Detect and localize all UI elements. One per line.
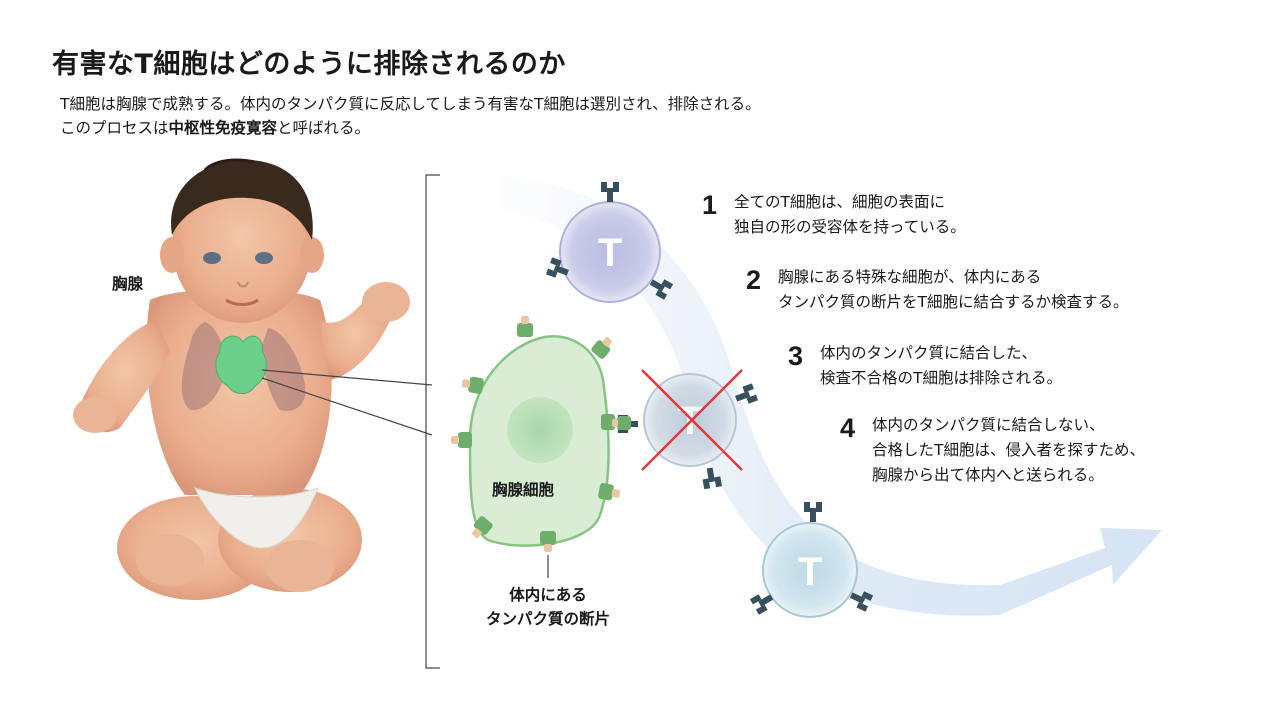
intro-line-2-prefix: このプロセスは — [60, 119, 169, 137]
protein-fragment-label: 体内にある タンパク質の断片 — [478, 583, 618, 631]
step-4-line-2: 合格したT細胞は、侵入者を探すため、 — [872, 441, 1145, 459]
step-1-text: 全てのT細胞は、細胞の表面に 独自の形の受容体を持っている。 — [734, 190, 966, 240]
intro-text: T細胞は胸腺で成熟する。体内のタンパク質に反応してしまう有害なT細胞は選別され、… — [60, 92, 761, 140]
step-2-line-2: タンパク質の断片をT細胞に結合するか検査する。 — [778, 293, 1129, 311]
intro-line-2-suffix: と呼ばれる。 — [277, 119, 371, 137]
thymus-cell — [468, 335, 610, 547]
step-2-text: 胸腺にある特殊な細胞が、体内にある タンパク質の断片をT細胞に結合するか検査する… — [778, 265, 1128, 315]
step-4-text: 体内のタンパク質に結合しない、 合格したT細胞は、侵入者を探すため、 胸腺から出… — [872, 413, 1145, 488]
step-3-line-1: 体内のタンパク質に結合した、 — [820, 344, 1038, 362]
intro-line-2: このプロセスは中枢性免疫寛容と呼ばれる。 — [60, 116, 761, 140]
intro-key-term: 中枢性免疫寛容 — [168, 119, 278, 137]
protein-fragment-label-line-1: 体内にある — [509, 586, 587, 604]
protein-fragments — [451, 316, 622, 552]
step-4-number: 4 — [840, 413, 856, 443]
thymus-label: 胸腺 — [112, 275, 144, 293]
step-1-number: 1 — [702, 190, 718, 220]
step-3-line-2: 検査不合格のT細胞は排除される。 — [820, 369, 1062, 387]
protein-fragment-label-line-2: タンパク質の断片 — [485, 610, 610, 628]
baby-illustration — [73, 158, 410, 600]
step-4-line-1: 体内のタンパク質に結合しない、 — [872, 416, 1105, 434]
step-3-number: 3 — [788, 341, 804, 371]
step-4-line-3: 胸腺から出て体内へと送られる。 — [872, 466, 1104, 484]
step-1-line-2: 独自の形の受容体を持っている。 — [734, 218, 966, 236]
zoom-callout — [261, 174, 440, 669]
t-cell-3: T — [749, 502, 874, 618]
t-cell-1: T — [546, 182, 674, 303]
page-title: 有害なT細胞はどのように排除されるのか — [52, 49, 566, 80]
t-cell-2-rejected: T — [612, 369, 758, 490]
step-3-text: 体内のタンパク質に結合した、 検査不合格のT細胞は排除される。 — [820, 341, 1062, 391]
thymus-cell-label: 胸腺細胞 — [492, 481, 555, 499]
step-1-line-1: 全てのT細胞は、細胞の表面に — [734, 193, 945, 211]
step-2-line-1: 胸腺にある特殊な細胞が、体内にある — [778, 268, 1042, 286]
intro-line-1: T細胞は胸腺で成熟する。体内のタンパク質に反応してしまう有害なT細胞は選別され、… — [60, 95, 761, 113]
t-cell-1-letter: T — [598, 231, 622, 275]
step-2-number: 2 — [746, 265, 762, 295]
t-cell-3-letter: T — [798, 550, 822, 594]
reject-cross-icon — [641, 369, 743, 471]
thymus-cell-nucleus — [507, 397, 573, 463]
